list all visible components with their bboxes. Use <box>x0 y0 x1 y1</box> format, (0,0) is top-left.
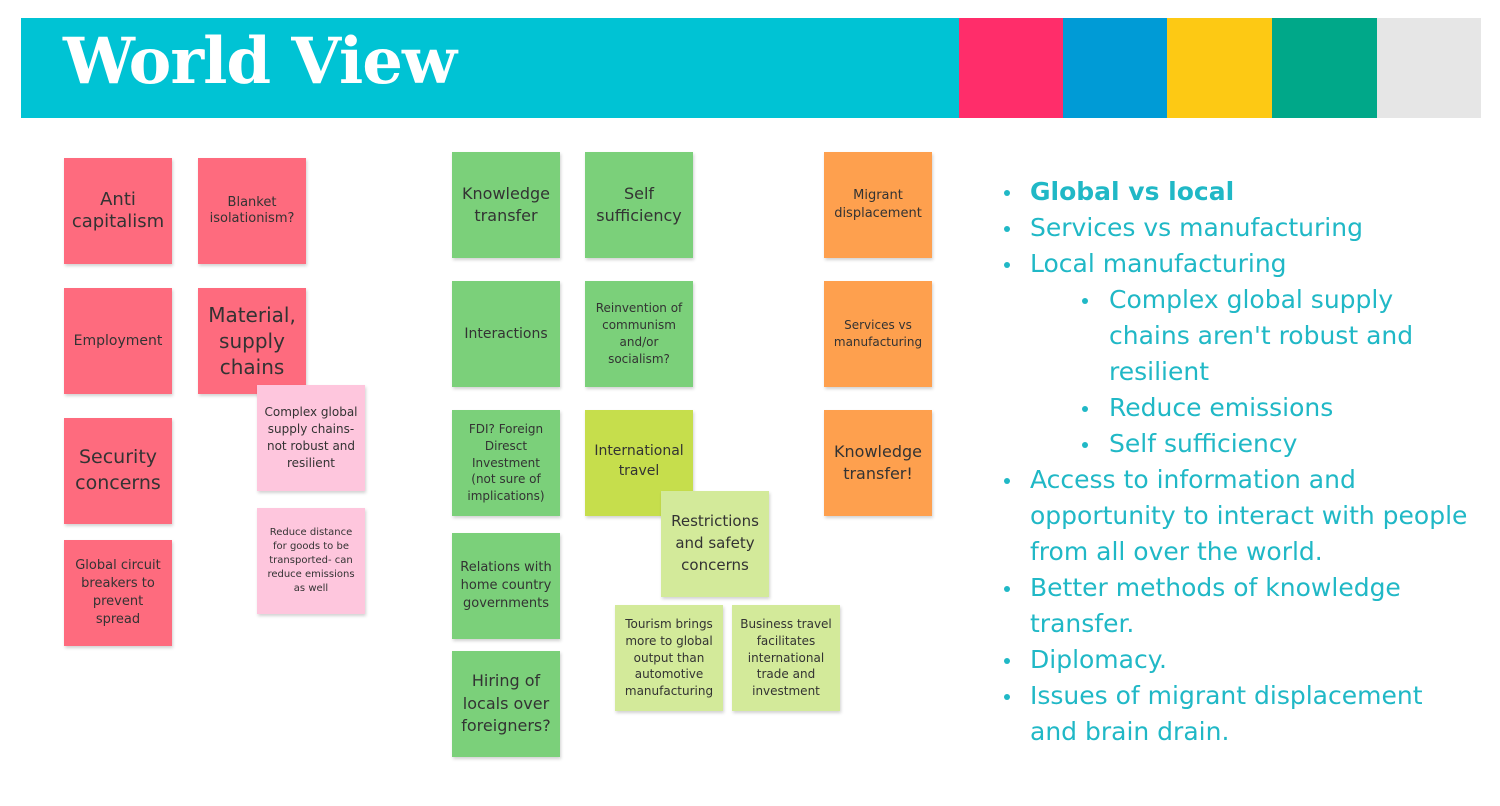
sticky-note-relations-with-home-country[interactable]: Relations with home country governments <box>452 533 560 639</box>
color-swatch-pink <box>959 18 1063 118</box>
sticky-note-reduce-distance[interactable]: Reduce distance for goods to be transpor… <box>257 508 365 614</box>
note-text: FDI? Foreign Diresct Investment (not sur… <box>467 422 545 504</box>
note-text: Relations with home country governments <box>460 559 552 612</box>
note-text: Employment <box>73 332 163 349</box>
sticky-note-interactions[interactable]: Interactions <box>452 281 560 387</box>
note-text: Blanket isolationism? <box>209 195 295 226</box>
bullet-item: Diplomacy. <box>1000 642 1470 678</box>
header-banner: World View <box>21 18 959 118</box>
note-text: Hiring of locals over foreigners? <box>461 671 551 736</box>
sticky-note-fdi[interactable]: FDI? Foreign Diresct Investment (not sur… <box>452 410 560 516</box>
note-text: Interactions <box>464 325 548 342</box>
note-text: Self sufficiency <box>596 183 682 225</box>
sub-bullet-item: Complex global supply chains aren't robu… <box>1000 282 1470 390</box>
sticky-note-blanket-isolationism[interactable]: Blanket isolationism? <box>198 158 306 264</box>
sticky-note-international-travel[interactable]: International travel <box>585 410 693 516</box>
bullet-item: Services vs manufacturing <box>1000 210 1470 246</box>
note-text: Complex global supply chains- not robust… <box>264 405 358 470</box>
note-text: Knowledge transfer! <box>834 441 922 483</box>
sticky-note-knowledge-transfer-orange[interactable]: Knowledge transfer! <box>824 410 932 516</box>
color-swatch-teal <box>1272 18 1377 118</box>
note-text: Tourism brings more to global output tha… <box>624 617 714 699</box>
note-text: Restrictions and safety concerns <box>671 512 759 574</box>
note-text: International travel <box>594 443 684 479</box>
sticky-note-knowledge-transfer[interactable]: Knowledge transfer <box>452 152 560 258</box>
sticky-note-restrictions-and-safety[interactable]: Restrictions and safety concerns <box>661 491 769 597</box>
sticky-note-employment[interactable]: Employment <box>64 288 172 394</box>
bullet-item: Access to information and opportunity to… <box>1000 462 1470 570</box>
note-text: Global circuit breakers to prevent sprea… <box>75 557 161 628</box>
sticky-note-anti-capitalism[interactable]: Anti capitalism <box>64 158 172 264</box>
sticky-note-migrant-displacement[interactable]: Migrant displacement <box>824 152 932 258</box>
summary-bullet-list: Global vs local Services vs manufacturin… <box>1000 174 1470 750</box>
sub-bullet-item: Reduce emissions <box>1000 390 1470 426</box>
color-swatch-blue <box>1063 18 1167 118</box>
sticky-note-complex-supply-chains[interactable]: Complex global supply chains- not robust… <box>257 385 365 491</box>
sticky-note-reinvention-of-communism[interactable]: Reinvention of communism and/or socialis… <box>585 281 693 387</box>
note-text: Security concerns <box>75 446 161 494</box>
note-text: Anti capitalism <box>71 189 165 232</box>
note-text: Business travel facilitates internationa… <box>740 617 832 699</box>
sub-bullet-item: Self sufficiency <box>1000 426 1470 462</box>
sticky-note-services-vs-manufacturing[interactable]: Services vs manufacturing <box>824 281 932 387</box>
bullet-item: Local manufacturing <box>1000 246 1470 282</box>
bullet-item: Better methods of knowledge transfer. <box>1000 570 1470 642</box>
note-text: Migrant displacement <box>834 187 922 221</box>
sticky-note-tourism[interactable]: Tourism brings more to global output tha… <box>615 605 723 711</box>
color-swatch-yellow <box>1167 18 1272 118</box>
color-swatch-grey <box>1377 18 1481 118</box>
note-text: Material, supply chains <box>208 303 296 379</box>
sticky-note-hiring-of-locals[interactable]: Hiring of locals over foreigners? <box>452 651 560 757</box>
sticky-note-security-concerns[interactable]: Security concerns <box>64 418 172 524</box>
sticky-note-global-circuit-breakers[interactable]: Global circuit breakers to prevent sprea… <box>64 540 172 646</box>
sticky-note-material-supply-chains[interactable]: Material, supply chains <box>198 288 306 394</box>
note-text: Knowledge transfer <box>462 183 550 225</box>
note-text: Services vs manufacturing <box>833 318 923 349</box>
sticky-note-self-sufficiency[interactable]: Self sufficiency <box>585 152 693 258</box>
sticky-note-business-travel[interactable]: Business travel facilitates internationa… <box>732 605 840 711</box>
note-text: Reduce distance for goods to be transpor… <box>267 527 355 594</box>
bullet-item: Global vs local <box>1000 174 1470 210</box>
page-title: World View <box>63 24 457 99</box>
note-text: Reinvention of communism and/or socialis… <box>595 301 683 366</box>
bullet-item: Issues of migrant displacement and brain… <box>1000 678 1470 750</box>
